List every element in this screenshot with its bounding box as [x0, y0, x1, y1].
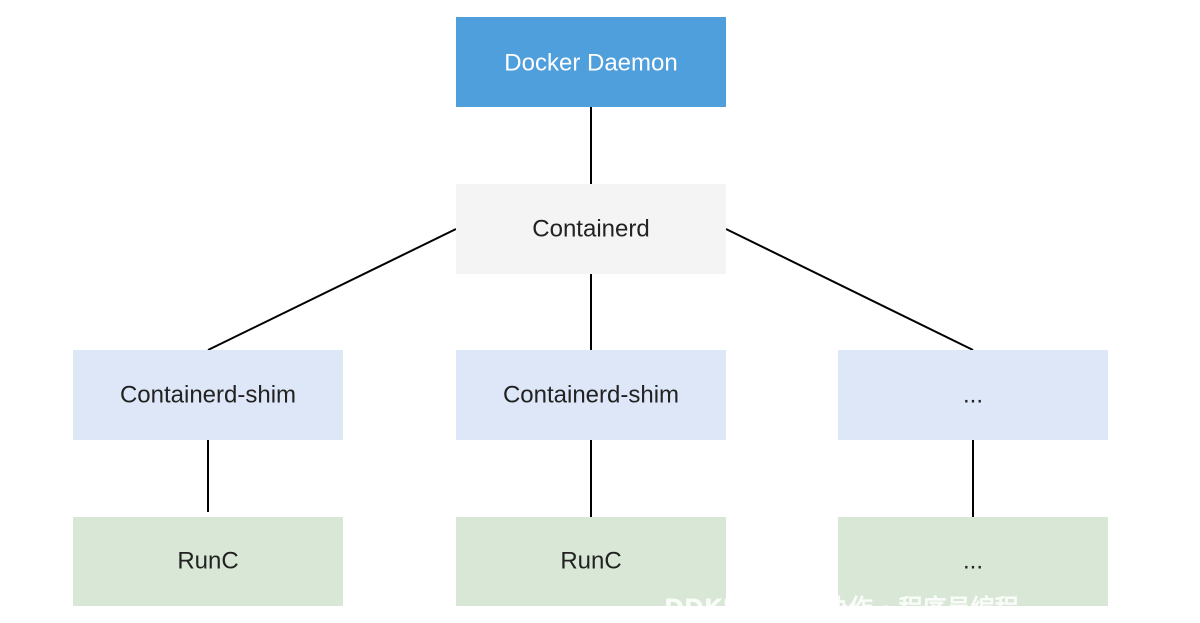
node-runc-middle: RunC: [456, 517, 726, 606]
node-shim-right-label: ...: [963, 381, 983, 408]
node-containerd-box: [456, 184, 726, 274]
node-runc-right-box: [838, 517, 1108, 606]
node-docker-daemon-box: [456, 17, 726, 107]
node-runc-right-label: ...: [963, 547, 983, 574]
connector-lines: [207, 107, 974, 517]
node-runc-middle-box: [456, 517, 726, 606]
edge-containerd-shim-right: [725, 228, 974, 351]
node-shim-left-box: [73, 350, 343, 440]
edge-containerd-shim-left: [207, 228, 457, 351]
node-runc-left: RunC: [73, 517, 343, 606]
node-runc-middle-label: RunC: [560, 547, 621, 574]
node-shim-middle: Containerd-shim: [456, 350, 726, 440]
node-shim-left-label: Containerd-shim: [120, 381, 296, 408]
node-shim-right-box: [838, 350, 1108, 440]
node-shim-middle-label: Containerd-shim: [503, 381, 679, 408]
node-runc-right: ...: [838, 517, 1108, 606]
node-runc-left-label: RunC: [177, 547, 238, 574]
node-docker-daemon-label: Docker Daemon: [504, 49, 677, 76]
node-docker-daemon: Docker Daemon: [456, 17, 726, 107]
node-containerd: Containerd: [456, 184, 726, 274]
node-shim-left: Containerd-shim: [73, 350, 343, 440]
node-shim-right: ...: [838, 350, 1108, 440]
node-containerd-label: Containerd: [532, 215, 649, 242]
node-shim-middle-box: [456, 350, 726, 440]
node-runc-left-box: [73, 517, 343, 606]
